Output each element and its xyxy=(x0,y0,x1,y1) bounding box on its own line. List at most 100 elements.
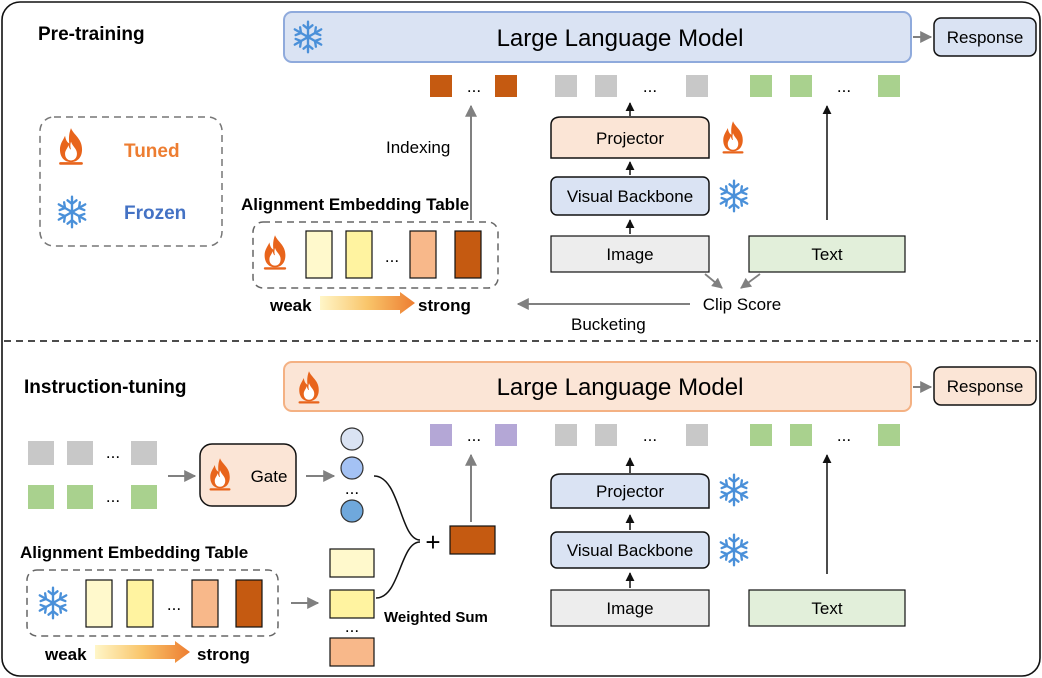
weak-strong-scale: weak strong xyxy=(269,292,471,315)
token xyxy=(595,424,617,446)
strong-label: strong xyxy=(418,296,471,315)
ellipsis: ... xyxy=(106,443,120,462)
embedding-slot xyxy=(191,579,219,628)
response-box xyxy=(933,366,1037,406)
llm-label: Large Language Model xyxy=(497,374,744,401)
gate-input-image-tokens: ... xyxy=(28,441,157,465)
image-box xyxy=(550,235,710,273)
token xyxy=(790,75,812,97)
token xyxy=(67,441,93,465)
weighted-sum-label: Weighted Sum xyxy=(384,609,488,626)
token xyxy=(28,441,54,465)
ellipsis: ... xyxy=(837,426,851,445)
image-label: Image xyxy=(606,245,653,264)
embedding-slot xyxy=(454,230,482,279)
embedding-column: ... xyxy=(329,548,375,667)
token xyxy=(878,424,900,446)
indexing-label: Indexing xyxy=(386,138,450,157)
embedding-slot xyxy=(85,579,113,628)
image-label: Image xyxy=(606,599,653,618)
weighted-sum-embedding xyxy=(449,525,496,555)
instruction-title: Instruction-tuning xyxy=(24,377,187,398)
embedding-slot xyxy=(409,230,437,279)
token xyxy=(595,75,617,97)
token xyxy=(495,424,517,446)
image-box xyxy=(550,589,710,627)
ellipsis: ... xyxy=(345,479,359,498)
ellipsis: ... xyxy=(643,77,657,96)
pretraining-title: Pre-training xyxy=(38,24,145,45)
llm-box-tuned: Large Language Model xyxy=(283,361,912,412)
alignment-token-row: ... xyxy=(430,75,517,97)
token xyxy=(131,485,157,509)
token xyxy=(790,424,812,446)
projector-label: Projector xyxy=(596,482,664,501)
weak-label: weak xyxy=(269,296,312,315)
alignment-embedding-table: ... xyxy=(26,569,279,637)
clip-score-label: Clip Score xyxy=(703,295,781,314)
token xyxy=(686,75,708,97)
token xyxy=(430,424,452,446)
token xyxy=(878,75,900,97)
text-box xyxy=(748,235,906,273)
gate-label: Gate xyxy=(251,467,288,486)
response-box xyxy=(933,17,1037,57)
ellipsis: ... xyxy=(106,487,120,506)
visual-backbone-label: Visual Backbone xyxy=(567,187,693,206)
ellipsis: ... xyxy=(345,617,359,636)
image-token-row: ... xyxy=(555,75,708,97)
visual-backbone-label: Visual Backbone xyxy=(567,541,693,560)
legend-tuned: Tuned xyxy=(124,141,180,162)
weight-circle xyxy=(340,427,364,451)
projector-label: Projector xyxy=(596,129,664,148)
gate-box xyxy=(199,443,297,507)
embedding-slot xyxy=(305,230,333,279)
text-token-row: ... xyxy=(750,75,900,97)
llm-box-frozen: Large Language Model xyxy=(283,11,912,63)
visual-backbone-box xyxy=(550,531,710,569)
weighted-sum-brace xyxy=(375,541,421,599)
token xyxy=(495,75,517,97)
embedding-slot xyxy=(329,548,375,578)
weighted-sum-brace xyxy=(373,475,421,541)
text-label: Text xyxy=(811,245,842,264)
text-box xyxy=(748,589,906,627)
ellipsis: ... xyxy=(643,426,657,445)
projector-box xyxy=(550,116,710,159)
token xyxy=(67,485,93,509)
token xyxy=(131,441,157,465)
projector-box xyxy=(550,473,710,509)
ellipsis: ... xyxy=(167,595,181,614)
llm-label: Large Language Model xyxy=(497,25,744,52)
ellipsis: ... xyxy=(467,426,481,445)
bucketing-label: Bucketing xyxy=(571,315,646,334)
embedding-slot xyxy=(345,230,373,279)
ellipsis: ... xyxy=(837,77,851,96)
image-token-row: ... xyxy=(555,424,708,446)
weight-circle xyxy=(340,456,364,480)
gate-input-text-tokens: ... xyxy=(28,485,157,509)
table-title: Alignment Embedding Table xyxy=(20,543,248,562)
weak-strong-scale: weak strong xyxy=(44,641,250,664)
visual-backbone-box xyxy=(550,176,710,216)
embedding-slot xyxy=(329,637,375,667)
text-token-row: ... xyxy=(750,424,900,446)
legend-frozen: Frozen xyxy=(124,203,186,224)
ellipsis: ... xyxy=(467,77,481,96)
plus-sign: + xyxy=(425,527,440,557)
weight-circle xyxy=(340,499,364,523)
embedding-slot xyxy=(126,579,154,628)
response-label: Response xyxy=(947,377,1024,396)
alignment-token-row: ... xyxy=(430,424,517,446)
token xyxy=(686,424,708,446)
embedding-slot xyxy=(329,589,375,619)
gate-weight-circles: ... xyxy=(340,427,364,523)
response-label: Response xyxy=(947,28,1024,47)
table-title: Alignment Embedding Table xyxy=(241,195,469,214)
token xyxy=(430,75,452,97)
text-label: Text xyxy=(811,599,842,618)
ellipsis: ... xyxy=(385,247,399,266)
token xyxy=(555,75,577,97)
